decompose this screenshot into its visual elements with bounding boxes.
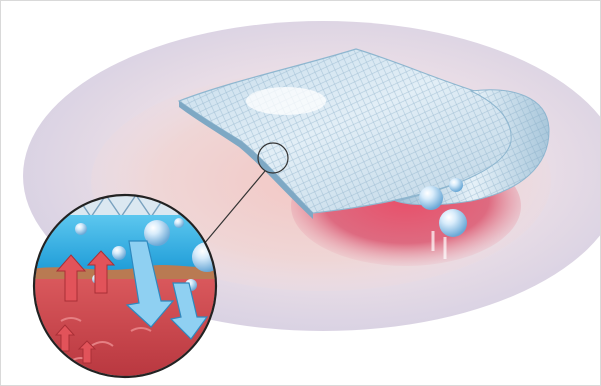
bubble-icon <box>419 186 443 210</box>
bubble-icon <box>439 209 467 237</box>
highlight <box>246 87 326 115</box>
bubble-icon <box>449 178 463 192</box>
